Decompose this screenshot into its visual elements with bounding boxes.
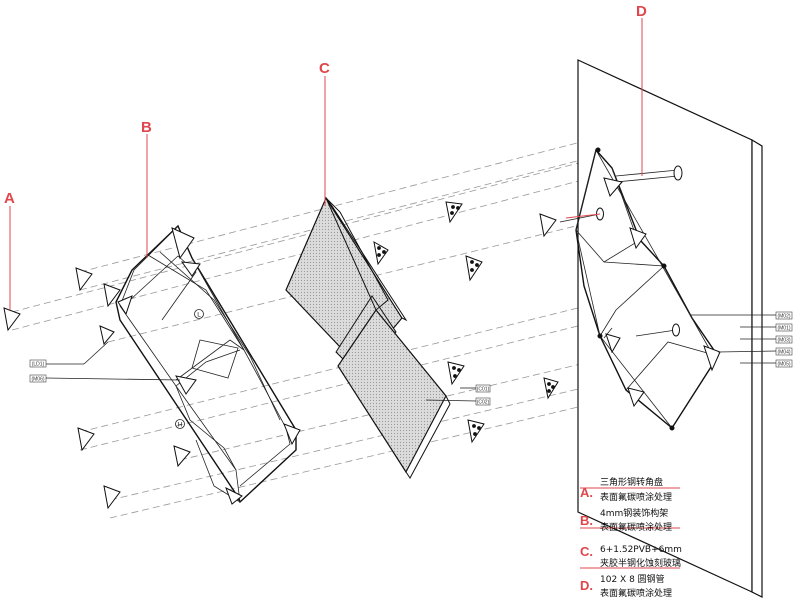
- svg-text:4mm钢装饰构架: 4mm钢装饰构架: [600, 507, 668, 519]
- callout-c: C: [319, 60, 330, 77]
- svg-text:D.: D.: [580, 578, 593, 593]
- legend-item-c: C. 6+1.52PVB+6mm 夹胶半钢化蚀刻玻璃: [580, 544, 682, 569]
- panel-tags: (C01) (C02): [425, 384, 491, 406]
- circle-mark-h: [175, 419, 185, 429]
- glass-panels: [285, 196, 451, 479]
- svg-text:表面氟碳喷涂处理: 表面氟碳喷涂处理: [600, 491, 672, 503]
- circle-mark-h-label: H: [178, 422, 183, 429]
- tag-m03: (M03): [777, 338, 790, 344]
- corner-plates-left: [3, 267, 191, 510]
- plate-6: [467, 419, 485, 444]
- svg-text:C.: C.: [580, 544, 593, 559]
- callout-leaders: [9, 18, 680, 569]
- svg-text:夹胶半钢化蚀刻玻璃: 夹胶半钢化蚀刻玻璃: [600, 557, 681, 569]
- wall-mounted-frame: [539, 147, 721, 431]
- tag-c01: (C01): [477, 387, 490, 393]
- perforated-plates: [373, 201, 559, 444]
- legend-item-d: D. 102 X 8 圆钢管 表面氟碳喷涂处理: [580, 573, 672, 599]
- legend-item-a: A. 三角形钢转角盘 表面氟碳喷涂处理: [580, 476, 672, 503]
- svg-text:三角形钢转角盘: 三角形钢转角盘: [600, 476, 663, 488]
- legend: A. 三角形钢转角盘 表面氟碳喷涂处理 B. 4mm钢装饰构架 表面氟碳喷涂处理…: [580, 476, 682, 599]
- callout-a: A: [4, 190, 15, 207]
- svg-text:A.: A.: [580, 485, 593, 500]
- steel-frame-assembly: L H: [115, 224, 301, 505]
- legend-item-b: B. 4mm钢装饰构架 表面氟碳喷涂处理: [580, 507, 672, 533]
- tag-m02: (M02): [777, 314, 790, 320]
- svg-text:6+1.52PVB+6mm: 6+1.52PVB+6mm: [600, 545, 682, 555]
- callout-d: D: [636, 3, 647, 20]
- circle-mark-l: [194, 309, 204, 319]
- svg-text:表面氟碳喷涂处理: 表面氟碳喷涂处理: [600, 587, 672, 599]
- tag-m06: (M06): [31, 377, 44, 383]
- plate-2: [373, 241, 389, 266]
- left-tags: (LD1) (M06): [29, 341, 181, 383]
- svg-text:102 X 8 圆钢管: 102 X 8 圆钢管: [600, 573, 665, 585]
- circle-mark-l-label: L: [197, 312, 201, 319]
- plate-1: [445, 201, 463, 224]
- svg-text:表面氟碳喷涂处理: 表面氟碳喷涂处理: [600, 521, 672, 533]
- plate-4: [447, 361, 465, 386]
- right-tags: (M02) (M01) (M03) (M04) (M05): [690, 311, 793, 368]
- callout-b: B: [141, 119, 152, 136]
- plate-3: [465, 255, 483, 282]
- round-tubes: [559, 165, 683, 339]
- tag-m05: (M05): [777, 362, 790, 368]
- tag-c02: (C02): [477, 400, 490, 406]
- svg-text:B.: B.: [580, 513, 593, 528]
- tag-m04: (M04): [777, 350, 790, 356]
- plate-5: [543, 377, 559, 400]
- tag-ld1: (LD1): [32, 362, 45, 368]
- tag-m01: (M01): [777, 326, 790, 332]
